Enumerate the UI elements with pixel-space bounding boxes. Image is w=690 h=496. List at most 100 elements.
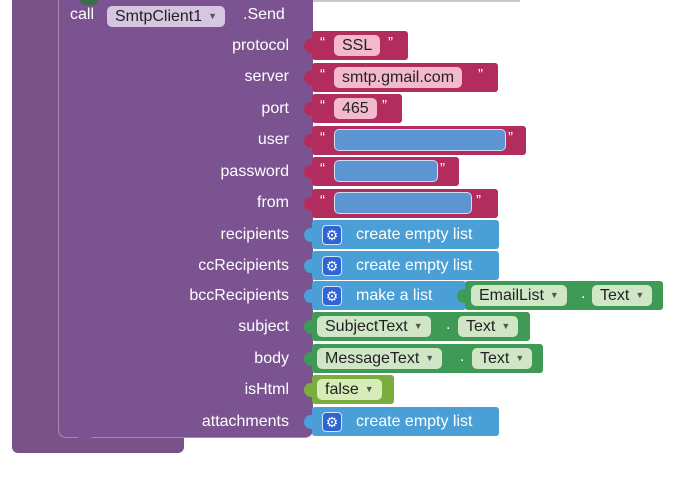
string-block-server[interactable]: “ smtp.gmail.com ”: [312, 63, 498, 92]
param-label-user: user: [257, 131, 289, 148]
close-quote: ”: [382, 97, 387, 114]
component-dropdown[interactable]: SmtpClient1 ▼: [107, 6, 226, 27]
component-name: EmailList: [479, 287, 544, 304]
create-empty-list-label: create empty list: [356, 226, 473, 243]
gear-icon[interactable]: ⚙: [322, 412, 342, 432]
open-quote: “: [320, 192, 325, 209]
open-quote: “: [320, 129, 325, 146]
dropdown-icon: ▼: [515, 353, 525, 364]
socket-connector: [304, 71, 313, 85]
boolean-value: false: [325, 381, 359, 398]
open-quote: “: [320, 160, 325, 177]
logic-false-block[interactable]: false ▼: [312, 375, 394, 404]
boolean-dropdown[interactable]: false ▼: [317, 379, 382, 400]
open-quote: “: [320, 97, 325, 114]
property-name: Text: [480, 350, 510, 367]
dropdown-icon: ▼: [501, 321, 511, 332]
param-label-protocol: protocol: [232, 37, 289, 54]
block-top-notch: [80, 0, 98, 5]
method-label: .Send: [243, 6, 285, 23]
param-label-password: password: [220, 163, 289, 180]
param-label-ccrecipients: ccRecipients: [198, 257, 289, 274]
string-block-protocol[interactable]: “ SSL ”: [312, 31, 408, 60]
create-empty-list-label: create empty list: [356, 257, 473, 274]
messagetext-text-getter[interactable]: MessageText ▼ . Text ▼: [312, 344, 543, 373]
socket-connector: [304, 228, 313, 242]
dot-separator: .: [446, 316, 451, 333]
socket-connector: [304, 259, 313, 273]
socket-connector: [304, 320, 313, 334]
component-dropdown-emaillist[interactable]: EmailList ▼: [471, 285, 567, 306]
close-quote: ”: [440, 160, 445, 177]
create-empty-list-block-cc[interactable]: ⚙ create empty list: [312, 251, 499, 280]
string-block-password[interactable]: “ ”: [312, 157, 459, 186]
subjecttext-text-getter[interactable]: SubjectText ▼ . Text ▼: [312, 312, 530, 341]
dropdown-icon: ▼: [208, 11, 218, 22]
dropdown-icon: ▼: [413, 321, 423, 332]
string-value-protocol[interactable]: SSL: [334, 35, 381, 56]
socket-connector: [304, 39, 313, 53]
dot-separator: .: [460, 348, 465, 365]
gear-icon[interactable]: ⚙: [322, 286, 342, 306]
gear-icon[interactable]: ⚙: [322, 256, 342, 276]
create-empty-list-block-attachments[interactable]: ⚙ create empty list: [312, 407, 499, 436]
socket-connector: [304, 134, 313, 148]
make-a-list-block-bcc[interactable]: ⚙ make a list: [312, 281, 466, 310]
dot-separator: .: [581, 285, 586, 302]
string-value-server[interactable]: smtp.gmail.com: [334, 67, 463, 88]
call-label: call: [70, 6, 95, 23]
socket-connector: [304, 102, 313, 116]
open-quote: “: [320, 34, 325, 51]
string-block-user[interactable]: “ ”: [312, 126, 526, 155]
param-label-recipients: recipients: [220, 226, 289, 243]
socket-connector: [457, 289, 466, 303]
create-empty-list-block-recipients[interactable]: ⚙ create empty list: [312, 220, 499, 249]
param-label-port: port: [261, 100, 289, 117]
close-quote: ”: [508, 129, 513, 146]
param-label-body: body: [254, 350, 289, 367]
emaillist-text-getter[interactable]: EmailList ▼ . Text ▼: [465, 281, 663, 310]
make-a-list-label: make a list: [356, 287, 433, 304]
create-empty-list-label: create empty list: [356, 413, 473, 430]
socket-connector: [304, 289, 313, 303]
param-label-ishtml: isHtml: [244, 381, 289, 398]
component-name: SubjectText: [325, 318, 408, 335]
call-send-block[interactable]: [58, 0, 313, 438]
socket-connector: [304, 352, 313, 366]
param-label-server: server: [244, 68, 289, 85]
string-block-port[interactable]: “ 465 ”: [312, 94, 402, 123]
param-label-bccrecipients: bccRecipients: [189, 287, 289, 304]
component-name: SmtpClient1: [115, 8, 203, 25]
close-quote: ”: [478, 66, 483, 83]
property-dropdown-text[interactable]: Text ▼: [472, 348, 533, 369]
property-dropdown-text[interactable]: Text ▼: [458, 316, 519, 337]
redacted-from-value[interactable]: [334, 192, 472, 214]
property-name: Text: [600, 287, 630, 304]
socket-connector: [304, 197, 313, 211]
string-block-from[interactable]: “ ”: [312, 189, 498, 218]
component-dropdown-subjecttext[interactable]: SubjectText ▼: [317, 316, 431, 337]
dropdown-icon: ▼: [549, 290, 559, 301]
property-dropdown-text[interactable]: Text ▼: [592, 285, 653, 306]
param-label-attachments: attachments: [201, 413, 289, 430]
string-value-port[interactable]: 465: [334, 98, 377, 119]
component-name: MessageText: [325, 350, 420, 367]
gear-icon[interactable]: ⚙: [322, 225, 342, 245]
dropdown-icon: ▼: [425, 353, 435, 364]
dropdown-icon: ▼: [364, 384, 374, 395]
component-dropdown-messagetext[interactable]: MessageText ▼: [317, 348, 443, 369]
property-name: Text: [466, 318, 496, 335]
socket-connector: [304, 415, 313, 429]
redacted-password-value[interactable]: [334, 160, 438, 182]
socket-connector: [304, 165, 313, 179]
param-label-from: from: [257, 194, 289, 211]
socket-connector: [304, 383, 313, 397]
open-quote: “: [320, 66, 325, 83]
param-label-subject: subject: [238, 318, 289, 335]
dropdown-icon: ▼: [635, 290, 645, 301]
block-bottom-notch: [76, 430, 94, 440]
close-quote: ”: [476, 192, 481, 209]
redacted-user-value[interactable]: [334, 129, 506, 151]
top-border-line: [312, 0, 520, 2]
close-quote: ”: [388, 34, 393, 51]
